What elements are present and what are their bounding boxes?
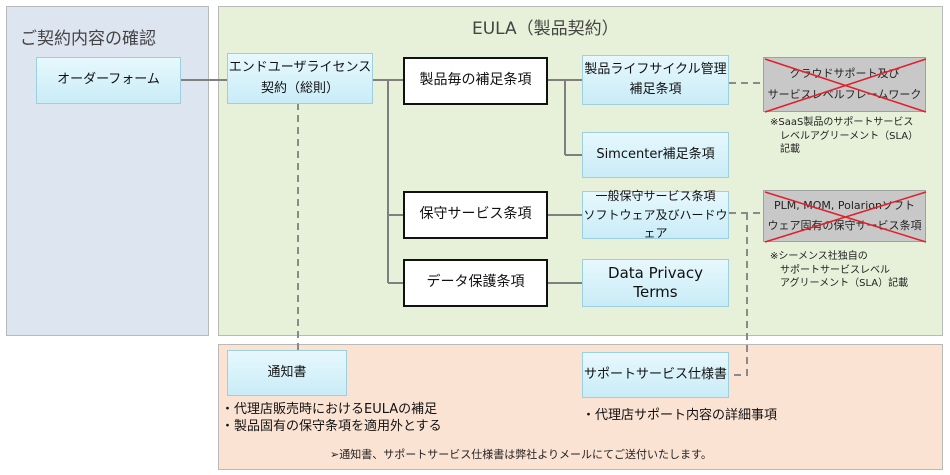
notice-description: ・代理店販売時におけるEULAの補足 ・製品固有の保守条項を適用外とする <box>221 402 442 436</box>
cloud-sla-note-line1: ※SaaS製品のサポートサービス <box>770 117 914 128</box>
maintenance-terms-box: 保守サービス条項 <box>403 191 548 239</box>
cloud-sla-note-line3: 記載 <box>780 144 800 155</box>
product-supplement-label: 製品毎の補足条項 <box>419 72 532 89</box>
cloud-sla-note-line2: レベルアグリーメント（SLA） <box>780 130 919 142</box>
plm-lifecycle-line1: 製品ライフサイクル管理 <box>584 61 727 77</box>
cloud-support-cross-mark <box>764 58 927 113</box>
general-maintenance-line2: ソフトウェア及びハードウェア <box>583 207 728 241</box>
cloud-sla-note: ※SaaS製品のサポートサービス レベルアグリーメント（SLA） 記載 <box>770 116 918 157</box>
contract-review-title: ご契約内容の確認 <box>20 29 156 49</box>
order-form-label: オーダーフォーム <box>57 72 160 88</box>
data-protection-label: データ保護条項 <box>426 274 525 291</box>
data-privacy-line2: Terms <box>633 283 678 301</box>
data-privacy-box: Data Privacy Terms <box>582 259 729 307</box>
simcenter-box: Simcenter補足条項 <box>582 132 729 178</box>
support-spec-description: ・代理店サポート内容の詳細事項 <box>582 408 778 423</box>
cloud-support-box: クラウドサポート及び サービスレベルフレームワーク <box>763 57 927 113</box>
maintenance-terms-label: 保守サービス条項 <box>419 206 532 223</box>
order-form-box: オーダーフォーム <box>36 57 181 104</box>
general-maintenance-line1: 一般保守サービス条項 <box>595 189 716 204</box>
plm-mom-polarion-cross-mark <box>764 191 927 243</box>
simcenter-label: Simcenter補足条項 <box>596 146 715 162</box>
notice-label: 通知書 <box>267 364 307 380</box>
plm-lifecycle-box: 製品ライフサイクル管理 補足条項 <box>582 55 729 105</box>
notice-box: 通知書 <box>227 350 347 396</box>
footer-note: ➢通知書、サポートサービス仕様書は弊社よりメールにてご送付いたします。 <box>330 448 712 461</box>
plm-mom-polarion-box: PLM, MOM, Polarionソフト ウェア固有の保守サービス条項 <box>763 190 927 243</box>
plm-mom-polarion-line1: PLM, MOM, Polarionソフト <box>774 199 915 213</box>
siemens-sla-note-line1: ※シーメンス社独自の <box>770 251 868 262</box>
support-spec-label: サポートサービス仕様書 <box>583 366 727 382</box>
siemens-sla-note: ※シーメンス社独自の サポートサービスレベル アグリーメント（SLA）記載 <box>770 250 908 291</box>
general-maintenance-box: 一般保守サービス条項 ソフトウェア及びハードウェア <box>582 189 729 240</box>
notice-description-line1: ・代理店販売時におけるEULAの補足 <box>221 402 438 417</box>
plm-lifecycle-line2: 補足条項 <box>629 82 682 97</box>
product-supplement-box: 製品毎の補足条項 <box>403 57 548 105</box>
siemens-sla-note-line3: アグリーメント（SLA）記載 <box>780 278 909 289</box>
siemens-sla-note-line2: サポートサービスレベル <box>780 264 890 276</box>
support-spec-box: サポートサービス仕様書 <box>582 352 729 398</box>
data-protection-box: データ保護条項 <box>403 259 548 307</box>
notice-description-line2: ・製品固有の保守条項を適用外とする <box>221 418 442 434</box>
data-privacy-line1: Data Privacy <box>608 263 703 282</box>
eula-general-terms-line2: 契約（総則） <box>260 80 339 96</box>
eula-general-terms-line1: エンドユーザライセンス <box>228 60 372 76</box>
eula-general-terms-box: エンドユーザライセンス 契約（総則） <box>227 53 373 104</box>
eula-title: EULA（製品契約） <box>472 19 619 39</box>
